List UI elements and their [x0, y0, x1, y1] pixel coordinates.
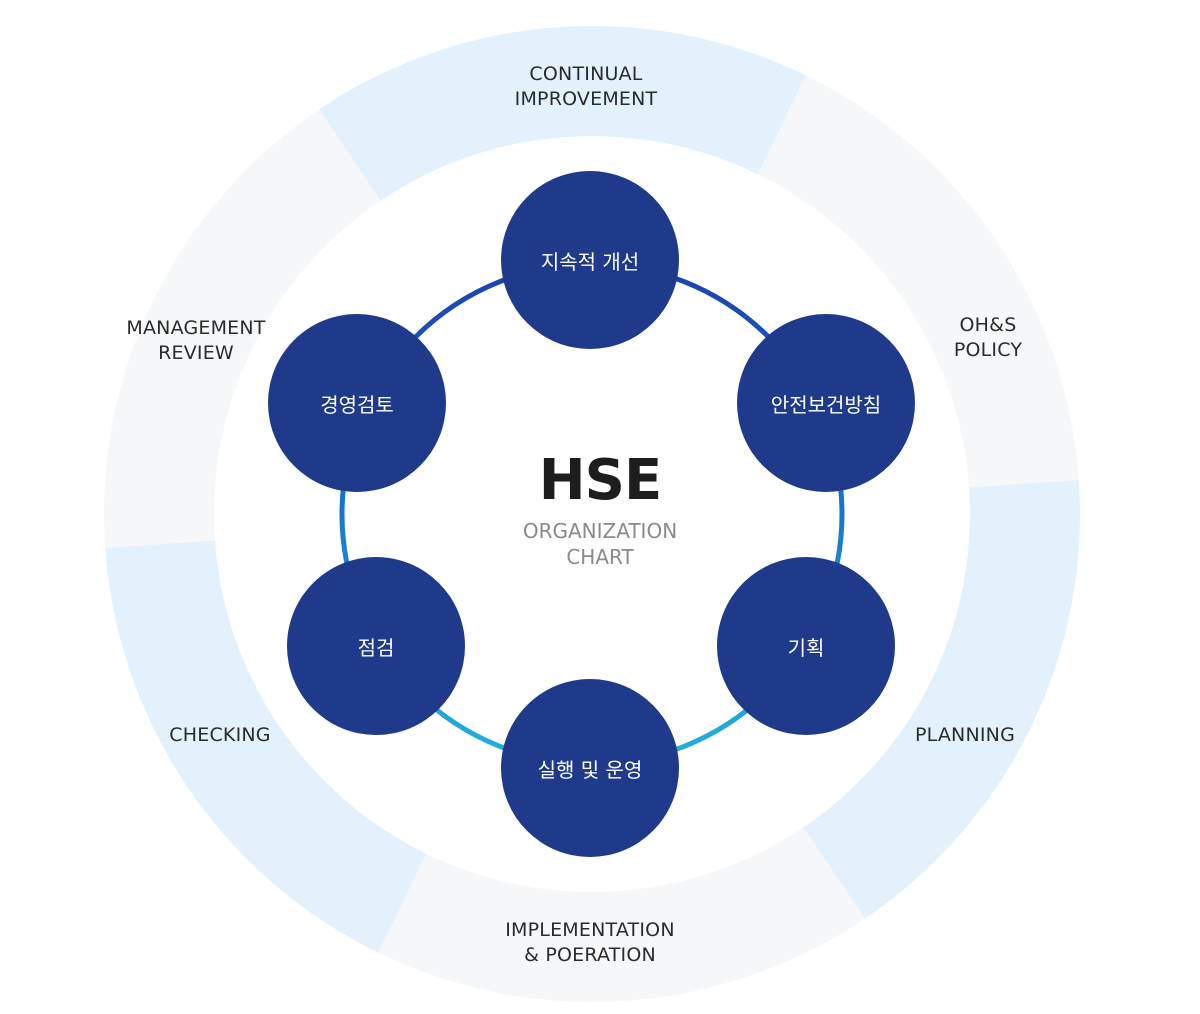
- node-checking: 점검: [287, 557, 465, 735]
- ring-label-implementation-operation: IMPLEMENTATION & POERATION: [505, 919, 675, 966]
- node-management-review: 경영검토: [268, 314, 446, 492]
- node-implementation-operation: 실행 및 운영: [501, 679, 679, 857]
- node-label: 점검: [357, 635, 395, 660]
- node-label: 안전보건방침: [770, 392, 882, 417]
- ring-label-planning: PLANNING: [914, 724, 1016, 746]
- ring-label-checking: CHECKING: [169, 724, 271, 746]
- center-title: HSE: [538, 448, 662, 513]
- node-planning: 기획: [717, 557, 895, 735]
- node-label: 지속적 개선: [540, 249, 640, 274]
- node-label: 기획: [787, 635, 825, 660]
- node-label: 경영검토: [320, 392, 394, 417]
- node-continual-improvement: 지속적 개선: [501, 171, 679, 349]
- node-label: 실행 및 운영: [537, 757, 643, 782]
- ring-label-ohs-policy: OH&S POLICY: [953, 314, 1023, 361]
- ring-label-management-review: MANAGEMENT REVIEW: [126, 317, 266, 364]
- ring-label-continual-improvement: CONTINUAL IMPROVEMENT: [514, 63, 658, 110]
- center-subtitle: ORGANIZATION CHART: [522, 519, 678, 569]
- node-ohs-policy: 안전보건방침: [737, 314, 915, 492]
